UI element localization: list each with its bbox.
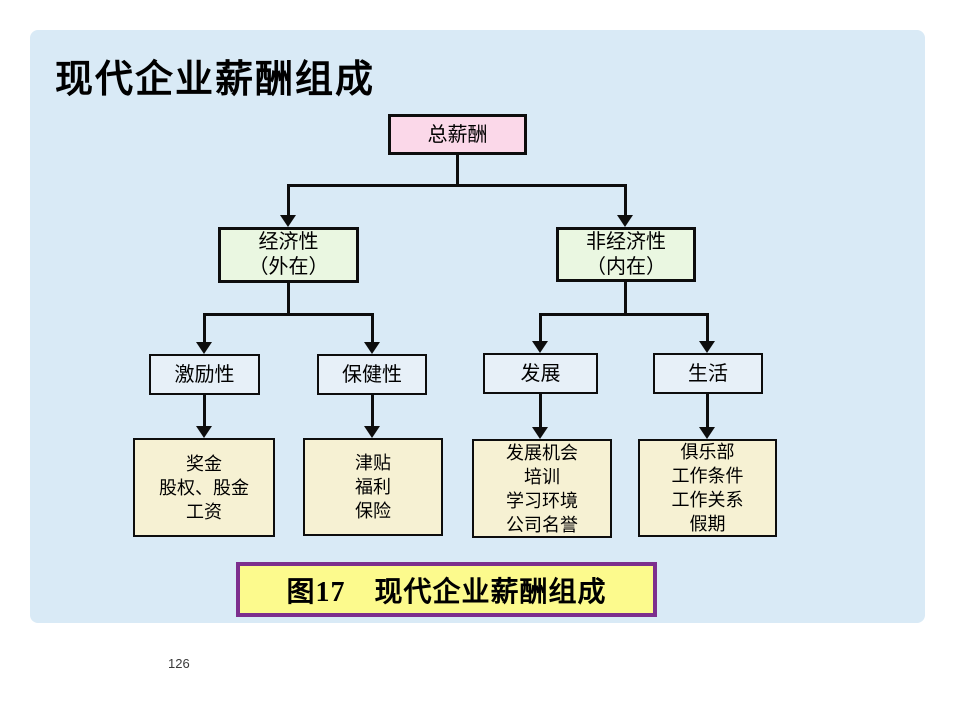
page-number: 126 <box>168 656 190 671</box>
connector-line <box>539 313 709 316</box>
figure-caption-text: 图17 现代企业薪酬组成 <box>286 576 607 608</box>
node-leaf-development-items: 发展机会 培训 学习环境 公司名誉 <box>472 439 612 538</box>
node-leaf-hygiene-items: 津贴 福利 保险 <box>303 438 443 536</box>
leaf-line: 培训 <box>524 466 560 487</box>
node-incentive: 激励性 <box>149 354 260 395</box>
leaf-line: 工资 <box>186 501 222 522</box>
connector-line <box>371 395 374 428</box>
connector-line <box>706 394 709 429</box>
leaf-line: 公司名誉 <box>506 514 578 535</box>
connector-line <box>624 184 627 217</box>
node-non-economic: 非经济性 （内在） <box>556 227 696 282</box>
arrow-down-icon <box>532 341 548 353</box>
arrow-down-icon <box>617 215 633 227</box>
node-hygiene: 保健性 <box>317 354 427 395</box>
leaf-line: 保险 <box>355 501 391 521</box>
leaf-line: 奖金 <box>186 453 222 474</box>
leaf-line: 股权、股金 <box>159 477 249 498</box>
leaf-line: 假期 <box>689 514 726 534</box>
connector-line <box>624 282 627 316</box>
node-label: 生活 <box>688 362 728 385</box>
connector-line <box>287 283 290 316</box>
leaf-line: 学习环境 <box>506 490 578 511</box>
arrow-down-icon <box>280 215 296 227</box>
arrow-down-icon <box>532 427 548 439</box>
leaf-line: 福利 <box>355 477 391 497</box>
leaf-line: 俱乐部 <box>680 442 735 462</box>
leaf-line: 津贴 <box>355 453 391 473</box>
node-label-line: 经济性 <box>258 231 319 253</box>
node-label: 保健性 <box>342 363 402 386</box>
node-label: 发展 <box>520 362 561 385</box>
leaf-line: 工作关系 <box>671 490 744 510</box>
leaf-line: 发展机会 <box>506 442 578 463</box>
connector-line <box>203 313 374 316</box>
node-economic: 经济性 （外在） <box>218 227 359 283</box>
arrow-down-icon <box>196 342 212 354</box>
figure-caption: 图17 现代企业薪酬组成 <box>236 562 657 617</box>
node-leaf-incentive-items: 奖金 股权、股金 工资 <box>133 438 275 537</box>
node-label-line: 非经济性 <box>586 230 666 253</box>
arrow-down-icon <box>364 426 380 438</box>
connector-line <box>371 313 374 344</box>
connector-line <box>287 184 290 217</box>
node-life: 生活 <box>653 353 763 394</box>
connector-line <box>539 313 542 343</box>
connector-line <box>287 184 627 187</box>
arrow-down-icon <box>699 341 715 353</box>
node-label-line: （外在） <box>248 256 329 278</box>
arrow-down-icon <box>699 427 715 439</box>
node-label: 总薪酬 <box>427 123 488 146</box>
slide-title: 现代企业薪酬组成 <box>55 59 376 101</box>
connector-line <box>203 313 206 344</box>
connector-line <box>203 395 206 428</box>
node-leaf-life-items: 俱乐部 工作条件 工作关系 假期 <box>638 439 777 537</box>
connector-line <box>706 313 709 343</box>
node-total-compensation: 总薪酬 <box>388 114 527 155</box>
connector-line <box>456 155 459 187</box>
connector-line <box>539 394 542 429</box>
arrow-down-icon <box>364 342 380 354</box>
leaf-line: 工作条件 <box>671 466 744 486</box>
arrow-down-icon <box>196 426 212 438</box>
node-label: 激励性 <box>174 363 235 386</box>
node-label-line: （内在） <box>586 255 666 278</box>
node-development: 发展 <box>483 353 598 394</box>
